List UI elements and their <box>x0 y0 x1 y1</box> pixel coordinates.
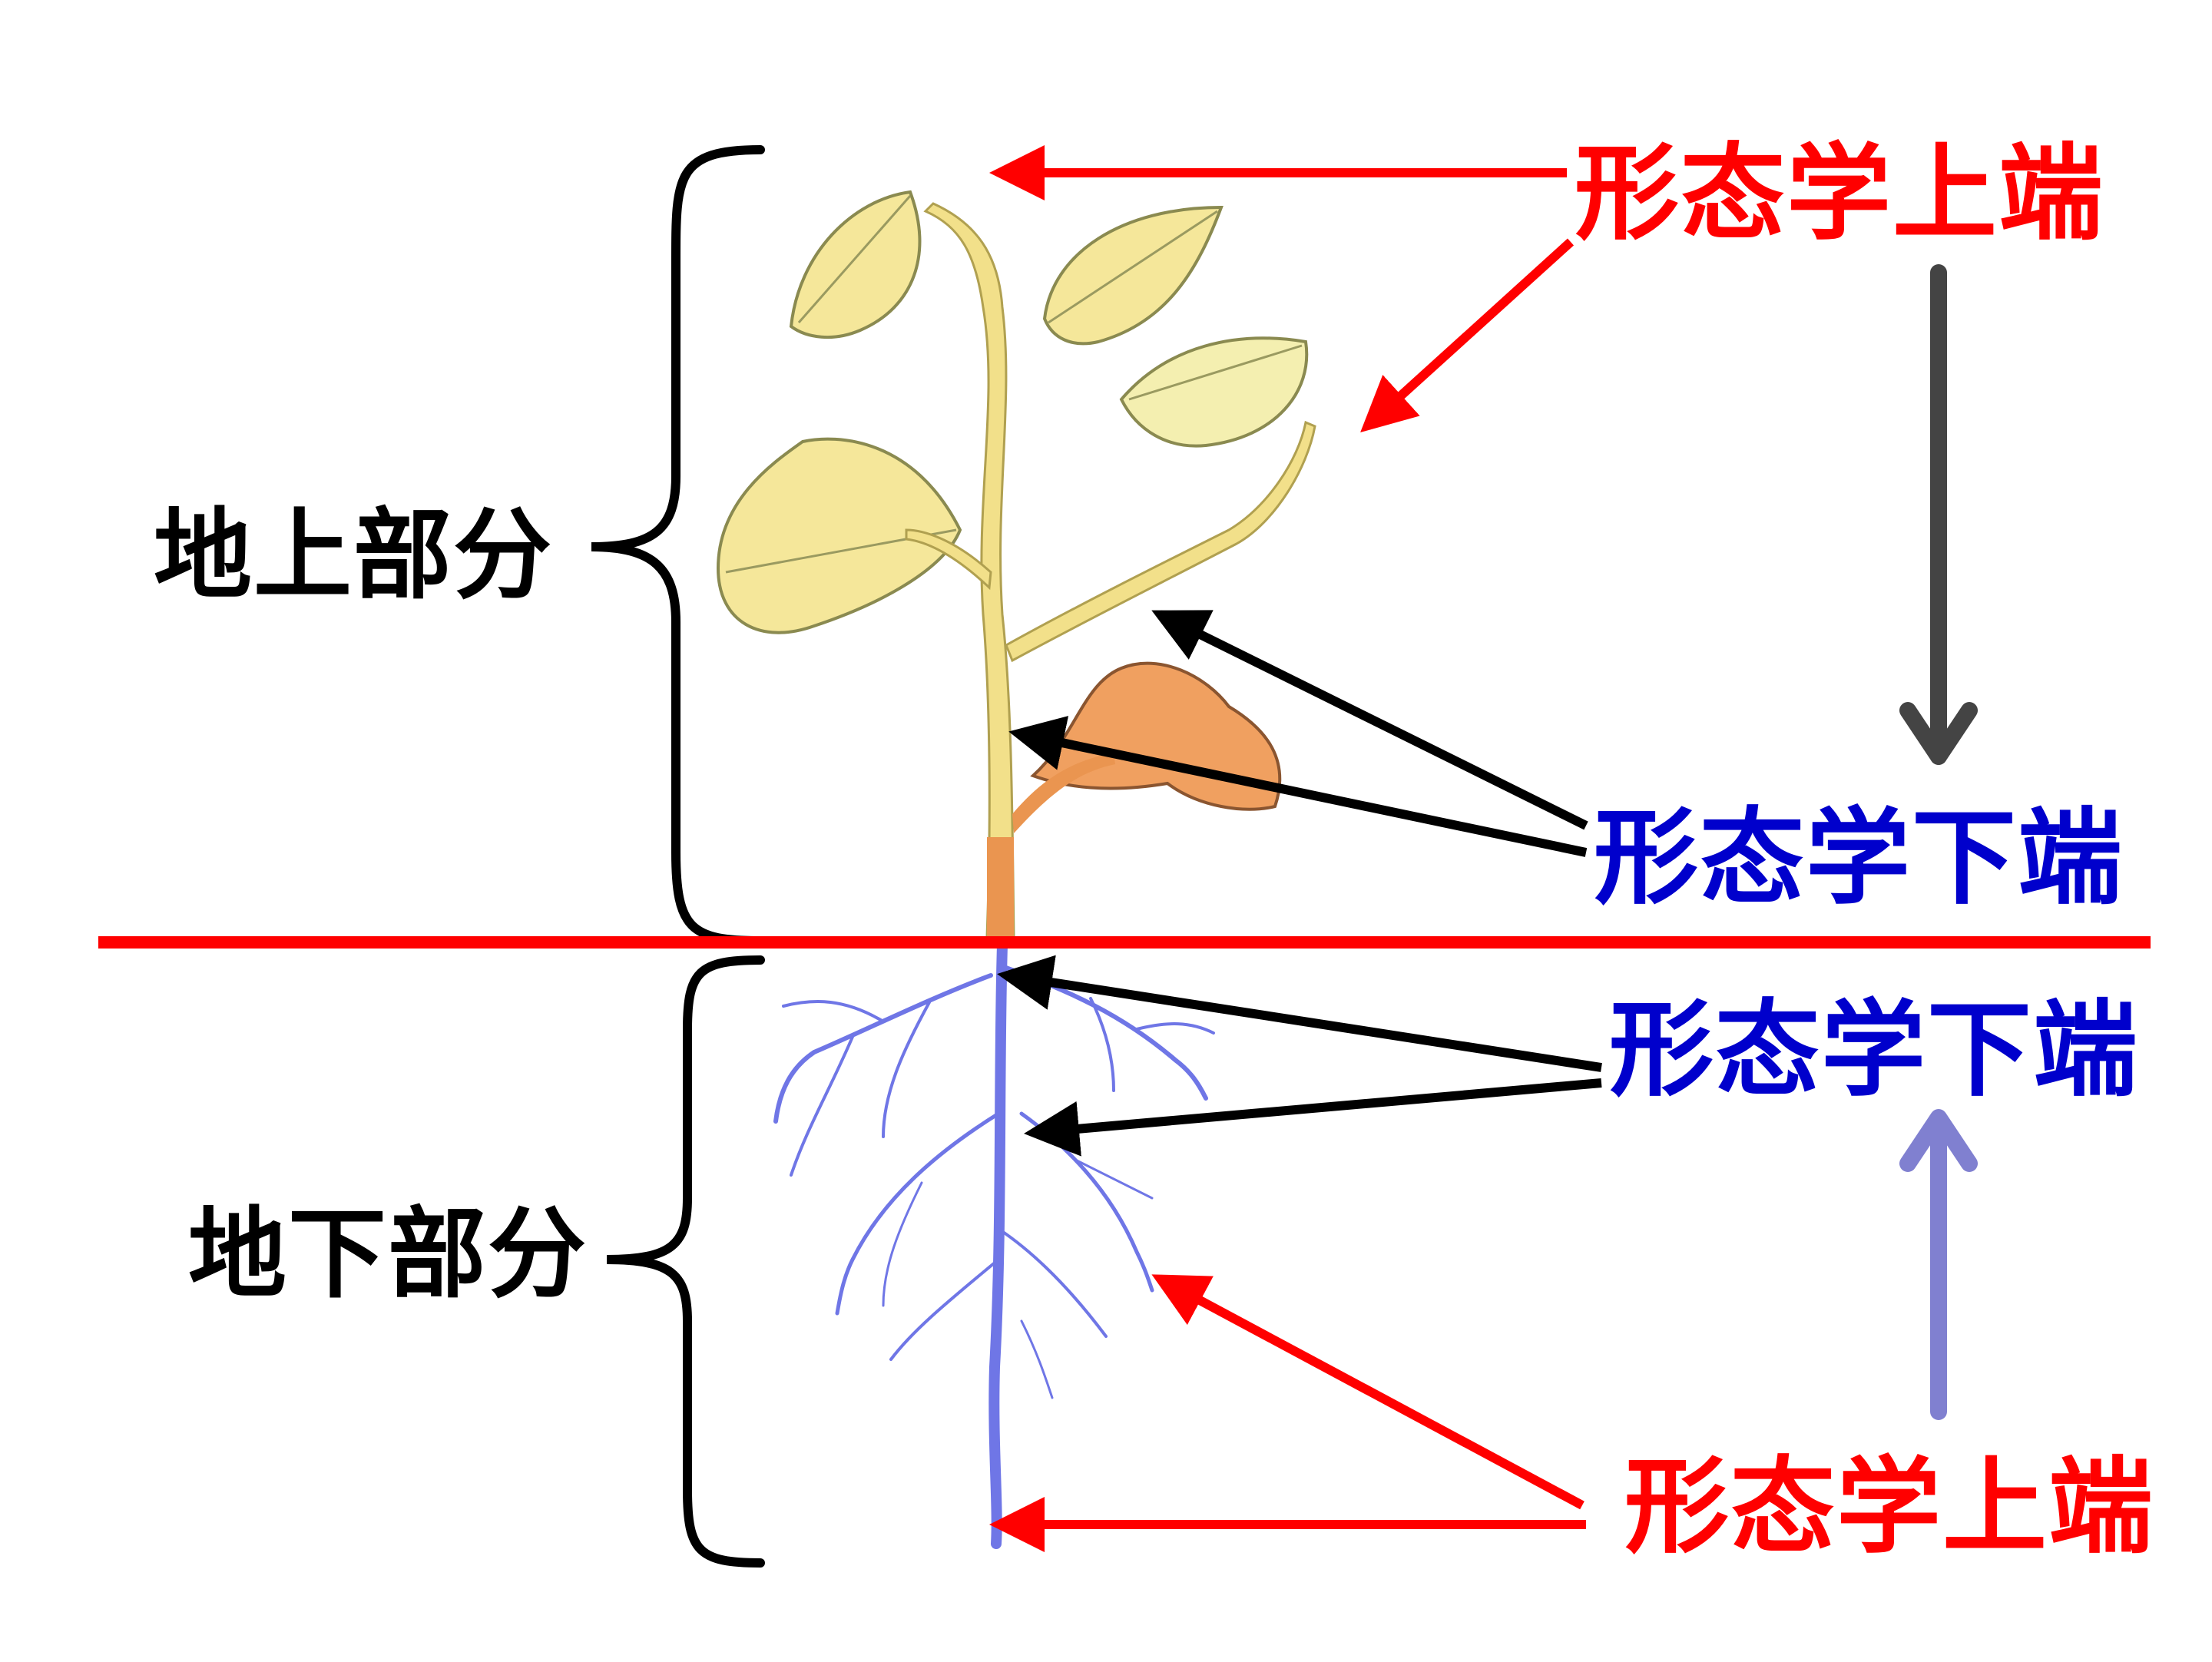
morph-bottom-label-upper: 形态学下端 <box>1594 798 2124 919</box>
shoot-transport-direction-arrow <box>1899 264 1978 765</box>
above-ground-label: 地上部分 <box>154 498 554 613</box>
pointer-arrows <box>989 145 1602 1552</box>
dead-leaf <box>1030 661 1282 811</box>
arrow-to-root-base <box>997 955 1602 1072</box>
arrow-to-stem-base <box>1008 716 1588 857</box>
leaf <box>1119 336 1309 448</box>
root-transport-direction-arrow <box>1899 1109 1978 1420</box>
leaf <box>1042 205 1224 346</box>
stem <box>905 202 1316 939</box>
arrow-to-branch-base <box>1151 610 1588 830</box>
below-ground-label: 地下部分 <box>188 1197 588 1312</box>
morph-bottom-label-lower: 形态学下端 <box>1609 990 2139 1111</box>
leaves <box>716 190 1309 811</box>
arrow-to-branch-apex <box>1360 238 1575 433</box>
morph-top-label-upper: 形态学上端 <box>1575 134 2104 255</box>
arrow-to-lateral-root-tip <box>1151 1274 1584 1510</box>
roots <box>773 939 1215 1549</box>
morph-top-label-lower: 形态学上端 <box>1624 1447 2154 1568</box>
arrow-to-lateral-root-base <box>1024 1078 1602 1157</box>
main-root <box>988 939 1008 1549</box>
above-ground-bracket <box>591 145 765 945</box>
below-ground-bracket <box>606 955 765 1568</box>
leaf <box>789 190 922 339</box>
